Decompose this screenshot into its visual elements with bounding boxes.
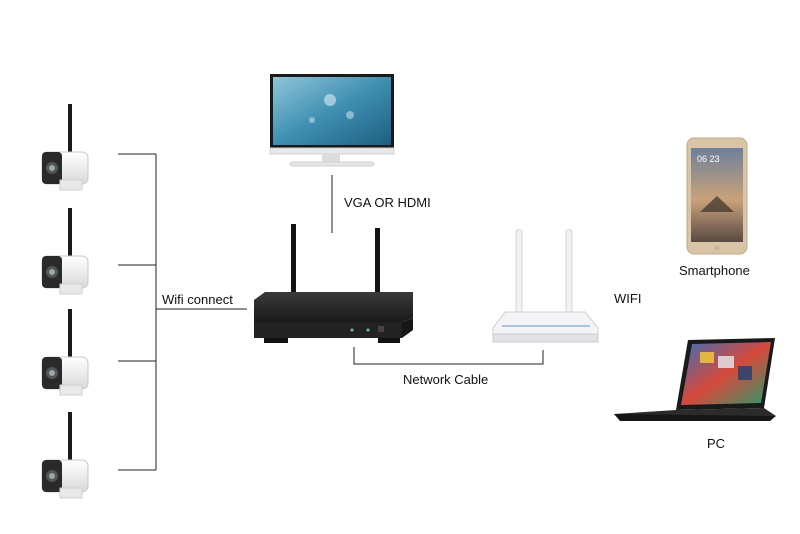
wifi-router [492,229,599,343]
camera-3 [41,309,89,396]
phone-time-text: 06 23 [697,154,720,164]
network-cable-label: Network Cable [403,372,489,387]
smartphone: 06 23 [686,137,748,255]
connection-lines [118,153,544,471]
camera-2 [41,208,89,295]
pc-label: PC [707,436,726,451]
camera-1 [41,104,89,191]
network-cable-line [353,347,544,365]
wifi-connect-label: Wifi connect [162,292,233,307]
vga-hdmi-label: VGA OR HDMI [344,195,431,210]
nvr-recorder [254,224,413,343]
laptop [614,338,776,421]
camera-4 [41,412,89,499]
monitor [269,74,395,167]
smartphone-label: Smartphone [679,263,750,278]
wifi-label: WIFI [614,291,642,306]
